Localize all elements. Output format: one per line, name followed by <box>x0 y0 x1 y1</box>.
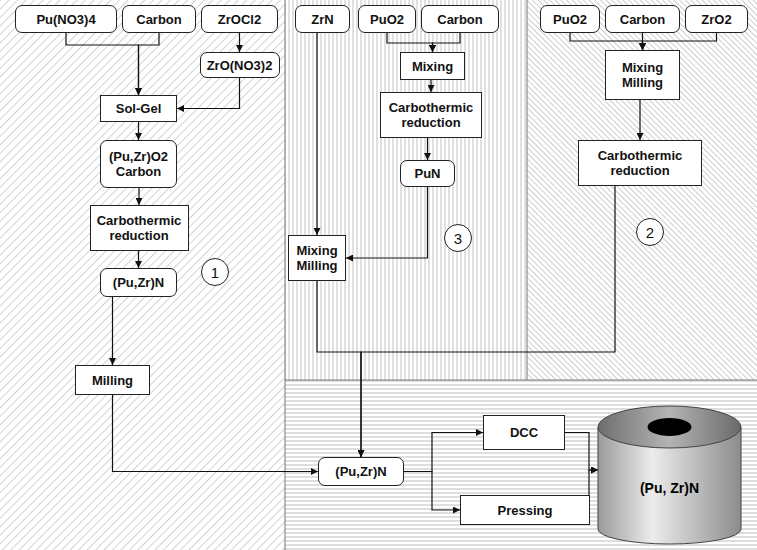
flow-arrow <box>316 33 317 235</box>
node-label: Carbon <box>136 12 182 27</box>
material-box: ZrN <box>295 5 350 33</box>
process-box: Carbothermic reduction <box>380 92 482 138</box>
callout-number: 3 <box>454 231 462 246</box>
panel-hatch <box>285 380 757 550</box>
flow-arrow <box>239 33 240 52</box>
panel-hatch <box>285 0 527 380</box>
flow-arrow <box>589 470 598 510</box>
flow-arrow <box>570 33 643 50</box>
node-label: ZrOCl2 <box>218 12 261 27</box>
callout-number: 1 <box>211 265 219 280</box>
flow-arrow <box>138 251 139 268</box>
flow-arrow <box>346 187 428 258</box>
flow-arrow <box>565 433 598 471</box>
flow-arrow <box>112 297 113 365</box>
flow-arrow <box>361 186 615 457</box>
flow-arrow <box>138 122 139 140</box>
node-label: Carbothermic reduction <box>385 100 477 130</box>
process-box: Mixing Milling <box>288 235 346 281</box>
flow-arrow <box>66 33 139 95</box>
material-box: Carbon <box>421 5 499 33</box>
node-label: ZrN <box>311 12 333 27</box>
process-box: Sol-Gel <box>100 95 177 122</box>
panel-border <box>527 0 528 380</box>
material-box: (Pu,Zr)O2 Carbon <box>100 140 177 188</box>
process-box: Mixing <box>400 52 465 80</box>
node-label: Pressing <box>498 503 553 518</box>
node-label: Carbothermic reduction <box>95 213 184 243</box>
cylinder-top <box>598 406 741 448</box>
flow-arrow <box>177 78 240 109</box>
node-label: Carbothermic reduction <box>583 148 697 178</box>
callout-number: 2 <box>646 225 654 240</box>
callout-circle: 1 <box>201 258 229 286</box>
material-box: PuO2 <box>358 5 416 33</box>
flow-arrow <box>639 100 640 140</box>
material-box: Carbon <box>605 5 680 33</box>
node-label: ZrO(NO3)2 <box>207 58 273 73</box>
panel-border <box>285 0 286 550</box>
node-label: PuO2 <box>370 12 404 27</box>
flow-arrow <box>139 33 160 95</box>
node-label: ZrO2 <box>701 12 731 27</box>
material-box: PuO2 <box>540 5 600 33</box>
flow-arrow <box>433 33 461 52</box>
process-box: Mixing Milling <box>605 50 680 100</box>
flow-arrow <box>113 395 319 472</box>
node-label: (Pu,Zr)O2 Carbon <box>105 149 172 179</box>
material-box: ZrO2 <box>685 5 748 33</box>
flow-arrow <box>643 33 717 50</box>
node-label: Mixing <box>412 59 453 74</box>
panel-hatch <box>527 0 757 380</box>
material-box: ZrO(NO3)2 <box>200 52 280 78</box>
flow-arrow <box>427 138 428 160</box>
node-label: Mixing Milling <box>293 243 341 273</box>
material-box: (Pu,Zr)N <box>100 268 177 297</box>
material-box: ZrOCl2 <box>201 5 278 33</box>
flow-arrow <box>404 472 460 511</box>
flow-arrow <box>317 281 361 457</box>
flow-arrow <box>387 33 433 52</box>
node-label: PuO2 <box>553 12 587 27</box>
material-box: Carbon <box>122 5 196 33</box>
node-label: Sol-Gel <box>116 101 162 116</box>
callout-circle: 3 <box>444 224 472 252</box>
node-label: Milling <box>92 373 133 388</box>
node-label: Carbon <box>620 12 666 27</box>
node-label: Pu(NO3)4 <box>36 12 95 27</box>
node-label: DCC <box>510 425 538 440</box>
node-label: (Pu,Zr)N <box>335 464 386 479</box>
pellet-cylinder: (Pu, Zr)N <box>597 405 742 545</box>
process-box: Carbothermic reduction <box>90 205 189 251</box>
flow-arrow <box>138 188 139 205</box>
node-label: (Pu, Zr)N <box>640 481 699 496</box>
material-box: PuN <box>400 160 455 187</box>
panel-hatch <box>0 0 285 550</box>
node-label: Carbon <box>437 12 483 27</box>
process-box: Carbothermic reduction <box>578 140 702 186</box>
node-label: (Pu,Zr)N <box>113 275 164 290</box>
callout-circle: 2 <box>636 218 664 246</box>
process-box: Milling <box>75 365 150 395</box>
process-box: DCC <box>483 415 565 450</box>
node-label: PuN <box>415 166 441 181</box>
cylinder-shape <box>597 405 742 545</box>
flow-arrow <box>430 80 431 92</box>
flow-arrow <box>404 433 483 472</box>
material-box: (Pu,Zr)N <box>318 457 404 486</box>
cylinder-hole <box>648 418 692 436</box>
material-box: Pu(NO3)4 <box>15 5 117 33</box>
panel-border <box>285 380 757 381</box>
node-label: Mixing Milling <box>610 60 675 90</box>
process-box: Pressing <box>460 495 590 525</box>
